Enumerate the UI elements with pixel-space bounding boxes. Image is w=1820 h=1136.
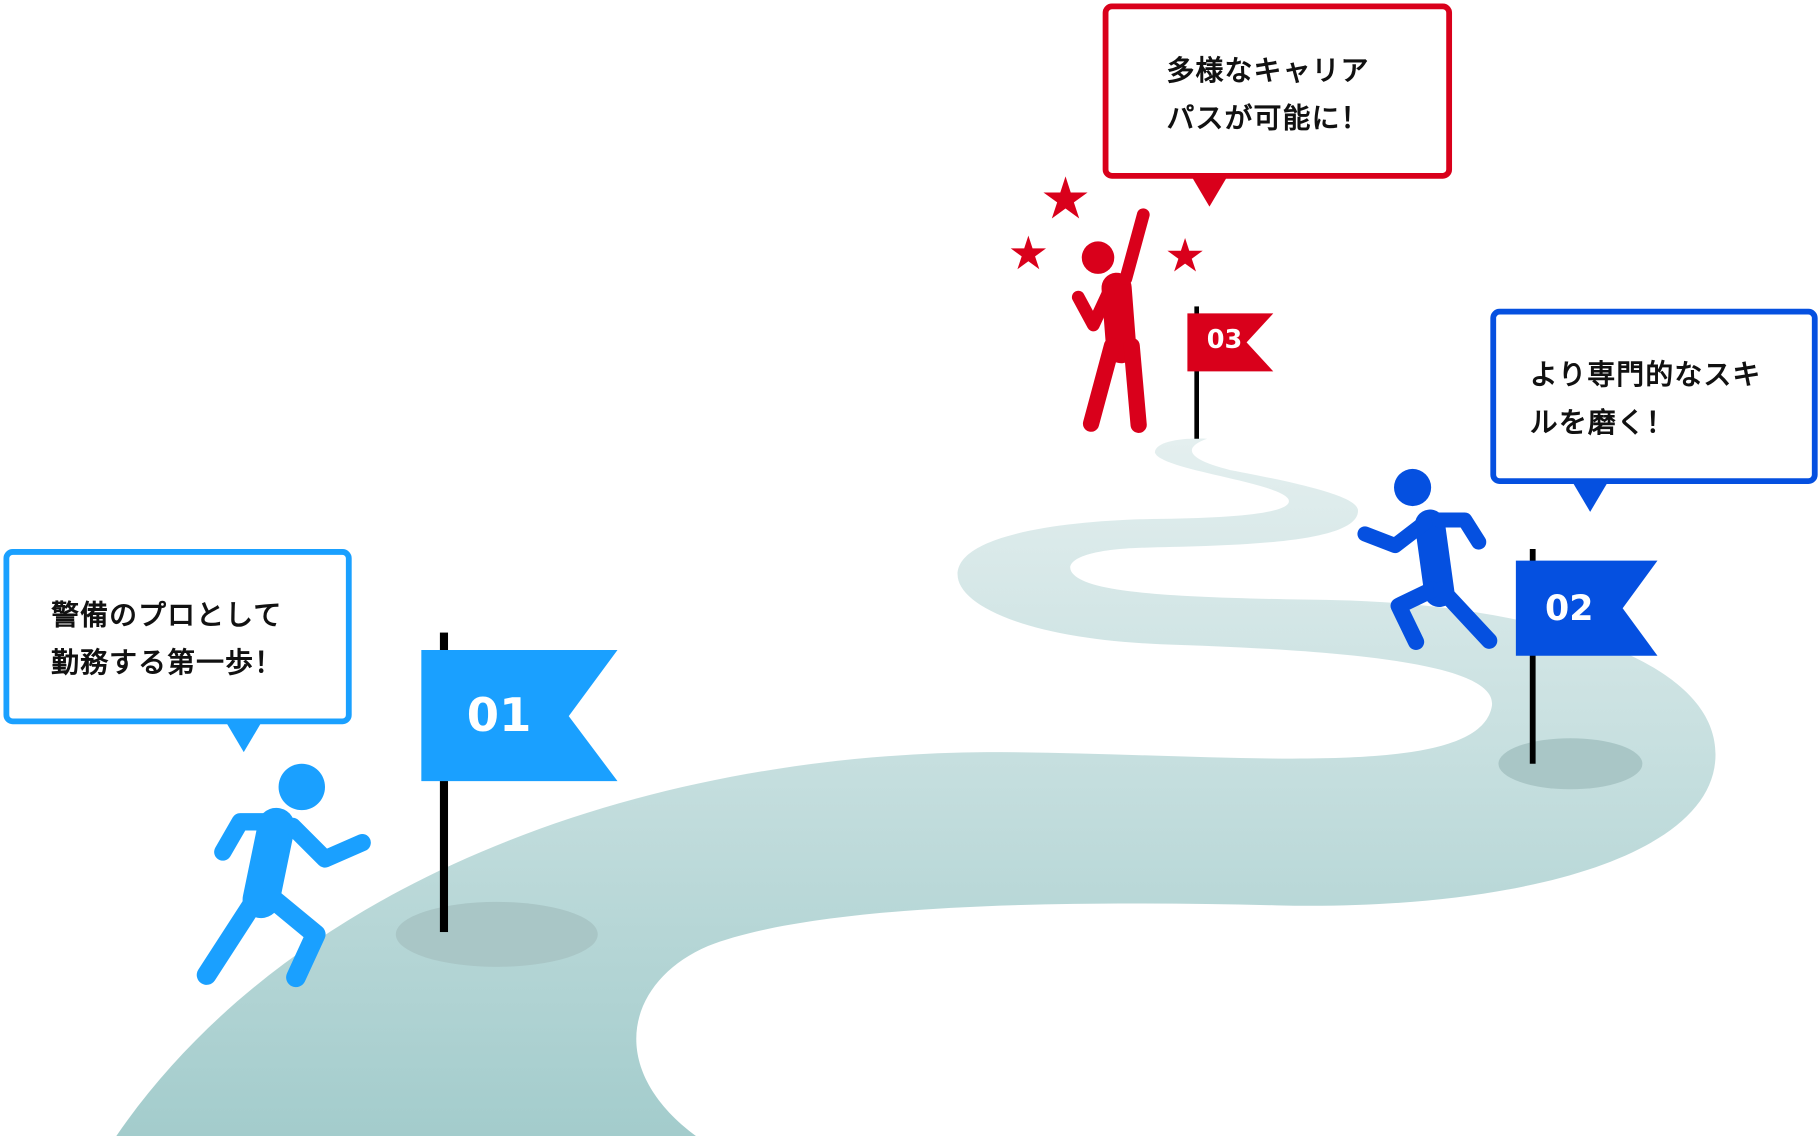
- flag-01-label: 01: [466, 689, 532, 743]
- flag-02-label: 02: [1545, 588, 1594, 630]
- flag-03-banner: [1187, 313, 1274, 372]
- flag-03-label: 03: [1206, 326, 1243, 356]
- bubble-tail-step2: [1571, 480, 1609, 512]
- speech-bubble-step2: より専門的なスキ ルを磨く！: [1490, 308, 1818, 485]
- flag-02-banner: [1515, 560, 1658, 656]
- flag-03-pole: [1194, 306, 1200, 439]
- flag-02-shadow: [1498, 738, 1643, 790]
- bubble-text-line1: より専門的なスキ: [1529, 358, 1762, 392]
- bubble-text-line2: 勤務する第一歩！: [51, 646, 284, 680]
- star-icon: [1043, 176, 1088, 219]
- flag-01-pole: [439, 632, 449, 933]
- runner-icon-step1: [196, 763, 371, 988]
- star-icon: [1167, 237, 1203, 272]
- speech-bubble-step3: 多様なキャリア パスが可能に！: [1102, 3, 1453, 179]
- celebrating-person-icon-step3: [1071, 208, 1150, 433]
- flag-01-banner: [421, 649, 618, 782]
- bubble-text-line1: 多様なキャリア: [1166, 54, 1370, 88]
- speech-bubble-step1: 警備のプロとして 勤務する第一歩！: [3, 549, 352, 725]
- flag-01-shadow: [395, 901, 598, 967]
- bubble-text-line2: ルを磨く！: [1529, 406, 1675, 439]
- flag-02-pole: [1529, 549, 1536, 764]
- star-icon: [1010, 235, 1047, 270]
- star-icons: [1010, 176, 1203, 272]
- bubble-tail-step3: [1190, 175, 1229, 207]
- bubble-tail-step1: [225, 720, 263, 753]
- bubble-text-line1: 警備のプロとして: [51, 598, 283, 632]
- runner-icon-step2: [1357, 468, 1498, 650]
- bubble-text-line2: パスが可能に！: [1166, 102, 1370, 135]
